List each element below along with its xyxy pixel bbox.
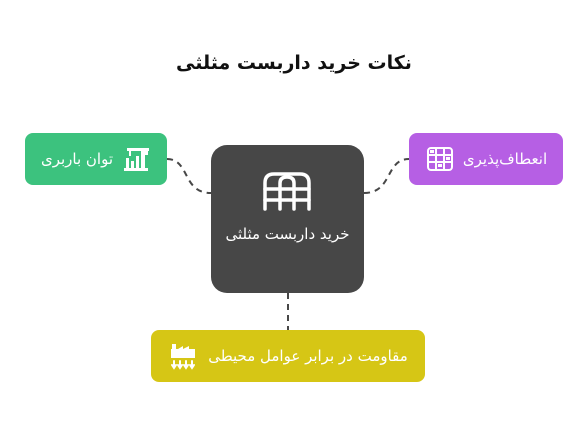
scaffold-icon xyxy=(263,172,311,211)
adjustable-grid-icon xyxy=(426,147,453,171)
connector-power xyxy=(166,158,212,194)
center-label: خرید داربست مثلثی xyxy=(225,225,350,243)
node-power-label: توان باربری xyxy=(40,150,114,168)
node-power: توان باربری xyxy=(25,133,167,185)
crane-factory-icon xyxy=(124,148,150,171)
node-environment: مقاومت در برابر عوامل محیطی xyxy=(151,330,425,382)
page-title: نکات خرید داربست مثلثی xyxy=(176,52,412,74)
node-environment-label: مقاومت در برابر عوامل محیطی xyxy=(208,347,408,365)
connector-flexibility xyxy=(363,158,410,194)
node-flexibility-label: انعطاف‌پذیری xyxy=(462,150,548,168)
factory-rain-icon xyxy=(171,344,196,370)
center-node: خرید داربست مثلثی xyxy=(211,145,364,293)
node-flexibility: انعطاف‌پذیری xyxy=(409,133,563,185)
